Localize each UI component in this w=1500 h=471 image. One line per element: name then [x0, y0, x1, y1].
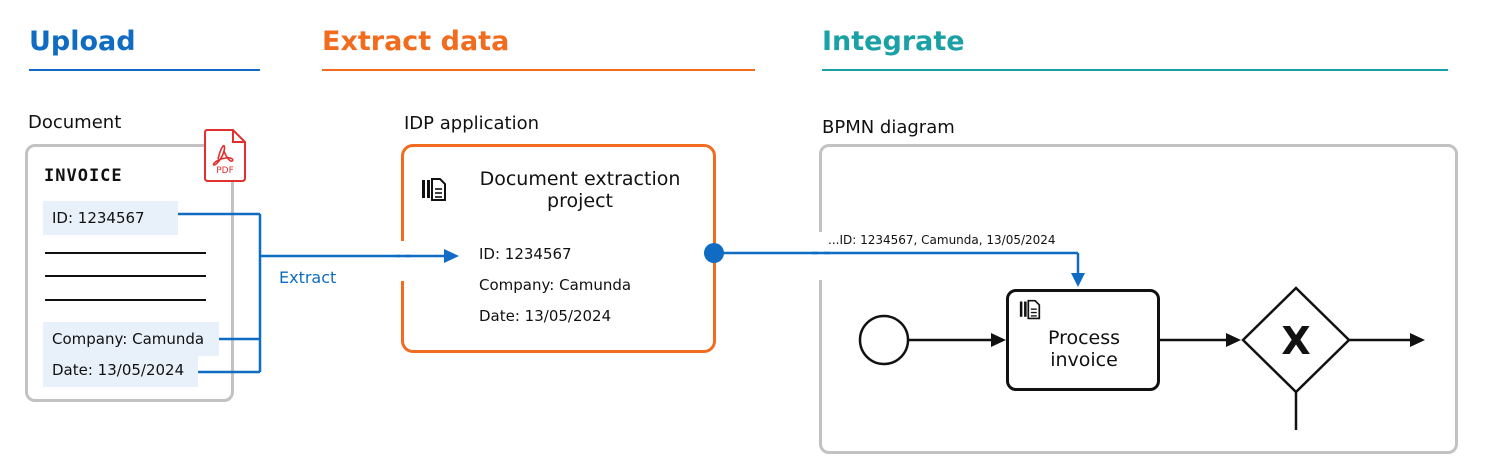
arrowhead	[991, 333, 1006, 347]
bpmn-exclusive-gateway	[1241, 286, 1351, 394]
doc-field-company-highlight	[43, 322, 219, 356]
idp-project-title: Document extraction project	[479, 168, 681, 212]
section-rule-upload	[29, 69, 260, 71]
arrowhead	[444, 249, 459, 263]
invoice-heading: INVOICE	[44, 166, 123, 186]
section-title-integrate: Integrate	[822, 26, 965, 57]
bpmn-payload-label: ...ID: 1234567, Camunda, 13/05/2024	[828, 233, 1056, 247]
bpmn-gateway-symbol: X	[1281, 319, 1311, 363]
bpmn-card-gap	[818, 232, 824, 280]
doc-field-id: ID: 1234567	[52, 209, 145, 227]
section-title-upload: Upload	[29, 26, 136, 57]
doc-line	[45, 275, 206, 277]
bpmn-task-label: Process invoice	[1047, 327, 1121, 371]
idp-label: IDP application	[404, 113, 540, 134]
extract-connector-label: Extract	[279, 268, 337, 287]
document-label: Document	[28, 112, 122, 133]
arrowhead	[1226, 333, 1241, 347]
doc-field-date: Date: 13/05/2024	[52, 361, 185, 379]
section-rule-integrate	[822, 69, 1448, 71]
arrowhead	[1410, 333, 1425, 347]
section-rule-extract	[322, 69, 755, 71]
idp-card-gap	[400, 241, 406, 281]
idp-field-id: ID: 1234567	[479, 245, 572, 263]
pdf-badge-text: PDF	[216, 166, 234, 176]
document-stack-icon	[1019, 299, 1041, 321]
section-title-extract: Extract data	[322, 26, 510, 57]
doc-field-company: Company: Camunda	[52, 330, 205, 348]
doc-line	[45, 252, 206, 254]
doc-line	[45, 299, 206, 301]
idp-field-company: Company: Camunda	[479, 276, 632, 294]
doc-field-date-highlight	[43, 355, 198, 387]
arrowhead	[1071, 273, 1085, 287]
doc-field-id-highlight	[43, 201, 178, 235]
document-stack-icon	[421, 177, 447, 203]
idp-field-date: Date: 13/05/2024	[479, 307, 612, 325]
pdf-file-icon	[204, 129, 246, 182]
bpmn-task-process-invoice	[1006, 289, 1160, 391]
bpmn-label: BPMN diagram	[822, 117, 955, 138]
connector-dot	[704, 243, 724, 263]
